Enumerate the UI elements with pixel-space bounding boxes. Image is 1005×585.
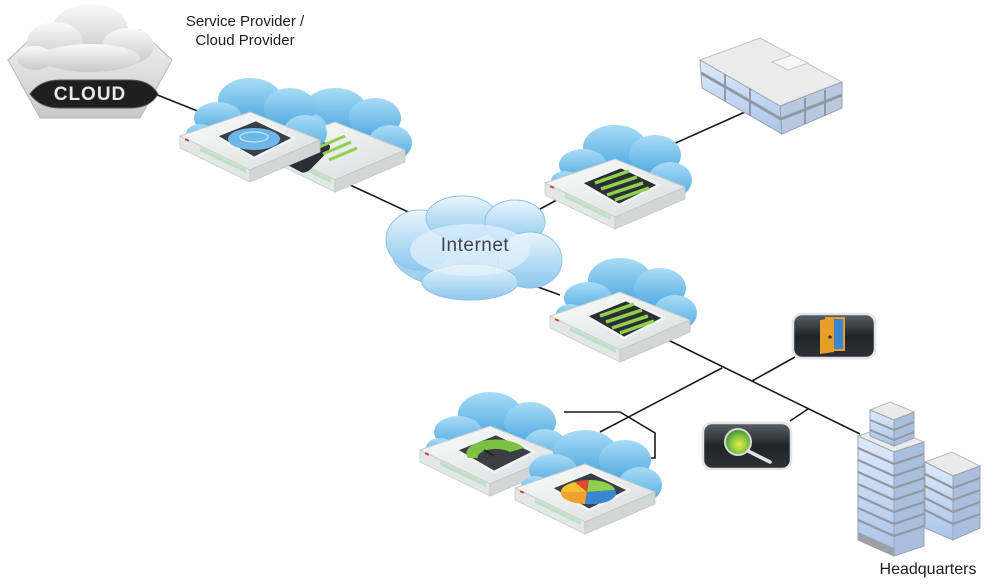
analytics-appliance-pie[interactable] <box>514 429 663 535</box>
cloud-badge <box>29 79 159 109</box>
green-bars-icon <box>316 134 358 162</box>
headquarters-label: Headquarters <box>879 561 977 578</box>
link-trunk-to-search <box>789 408 809 422</box>
service-provider-label: Service Provider / Cloud Provider <box>150 12 340 50</box>
green-bars-icon <box>599 302 655 335</box>
gauge-icon <box>466 439 524 458</box>
cloud-badge-label: CLOUD <box>53 84 127 105</box>
branch-office-building[interactable] <box>698 37 844 135</box>
hq-appliance[interactable] <box>549 257 698 363</box>
internet-label: Internet <box>440 235 510 256</box>
green-bars-icon <box>594 169 650 202</box>
access-app-tile[interactable] <box>791 312 877 360</box>
headquarters-buildings[interactable] <box>856 401 982 557</box>
branch-appliance[interactable] <box>544 124 693 230</box>
link-hq-appliance-to-hq <box>659 335 861 435</box>
link-trunk-to-analytics <box>599 367 723 433</box>
cloud-provider-icon[interactable] <box>7 4 173 119</box>
screen-green-bars <box>578 165 662 207</box>
cloud-swirl-icon <box>228 128 280 150</box>
door-icon <box>820 317 845 354</box>
link-analytics-bracket <box>564 411 656 459</box>
magnifier-icon <box>724 428 772 464</box>
service-provider-line-2: Cloud Provider <box>195 32 295 49</box>
service-provider-line-1: Service Provider / <box>185 13 305 30</box>
analytics-appliance-gauge[interactable] <box>419 391 568 497</box>
search-app-tile[interactable] <box>701 421 793 471</box>
screen-green-bars <box>583 298 667 340</box>
internet-cloud[interactable] <box>385 195 563 301</box>
link-trunk-to-access <box>751 356 796 382</box>
grey-cloud-icon <box>17 4 154 72</box>
provider-appliance-1[interactable] <box>179 77 328 183</box>
pie-chart-icon <box>560 479 617 505</box>
